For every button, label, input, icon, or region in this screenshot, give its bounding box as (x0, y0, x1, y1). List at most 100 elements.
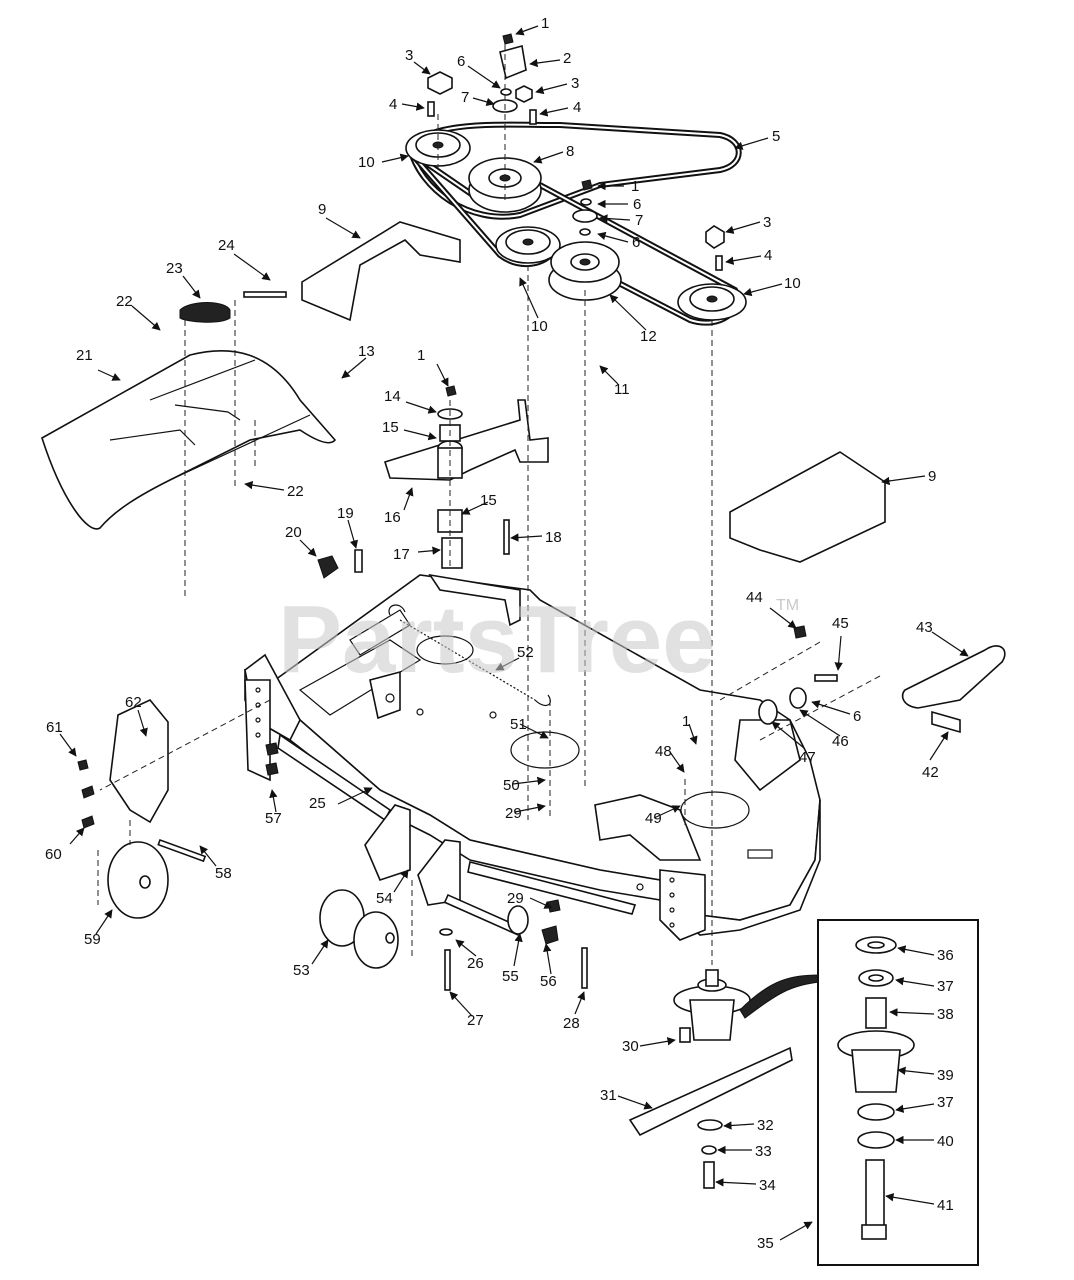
callout-55: 55 (502, 968, 519, 985)
callout-43: 43 (916, 619, 933, 636)
callout-4: 4 (764, 247, 772, 264)
callout-6: 6 (633, 196, 641, 213)
callout-59: 59 (84, 931, 101, 948)
pulley-10-center (495, 226, 561, 264)
callout-16: 16 (384, 509, 401, 526)
callout-9: 9 (928, 468, 936, 485)
callout-42: 42 (922, 764, 939, 781)
callout-7: 7 (635, 212, 643, 229)
pulley-10-right (677, 283, 747, 321)
callout-33: 33 (755, 1143, 772, 1160)
callout-8: 8 (566, 143, 574, 160)
callout-1: 1 (417, 347, 425, 364)
callout-49: 49 (645, 810, 662, 827)
callout-52: 52 (517, 644, 534, 661)
callout-57: 57 (265, 810, 282, 827)
belt-guard-left (301, 221, 461, 322)
callout-10: 10 (531, 318, 548, 335)
spindle-and-blade (628, 969, 821, 1189)
belt-guard-right (729, 451, 886, 563)
callout-7: 7 (461, 89, 469, 106)
callout-22: 22 (287, 483, 304, 500)
callout-27: 27 (467, 1012, 484, 1029)
callout-34: 34 (759, 1177, 776, 1194)
callout-6: 6 (853, 708, 861, 725)
callout-17: 17 (393, 546, 410, 563)
callout-53: 53 (293, 962, 310, 979)
callout-58: 58 (215, 865, 232, 882)
callout-3: 3 (763, 214, 771, 231)
right-linkage (758, 625, 1006, 734)
idler-arm-assembly (317, 385, 549, 579)
callout-2: 2 (563, 50, 571, 67)
callout-4: 4 (389, 96, 397, 113)
callout-5: 5 (772, 128, 780, 145)
callout-54: 54 (376, 890, 393, 907)
callout-46: 46 (832, 733, 849, 750)
callout-36: 36 (937, 947, 954, 964)
callout-56: 56 (540, 973, 557, 990)
callout-28: 28 (563, 1015, 580, 1032)
callout-19: 19 (337, 505, 354, 522)
callout-60: 60 (45, 846, 62, 863)
callout-48: 48 (655, 743, 672, 760)
callout-24: 24 (218, 237, 235, 254)
callout-3: 3 (405, 47, 413, 64)
callout-9: 9 (318, 201, 326, 218)
left-gauge-wheel-assembly (77, 699, 279, 919)
watermark-text: PartsTree (278, 586, 716, 693)
callout-10: 10 (784, 275, 801, 292)
callout-12: 12 (640, 328, 657, 345)
pulley-12 (548, 241, 622, 301)
callout-51: 51 (510, 716, 527, 733)
callout-22: 22 (116, 293, 133, 310)
callout-20: 20 (285, 524, 302, 541)
callout-6: 6 (632, 234, 640, 251)
callout-37: 37 (937, 1094, 954, 1111)
callout-1: 1 (541, 15, 549, 32)
callout-31: 31 (600, 1087, 617, 1104)
callout-26: 26 (467, 955, 484, 972)
top-hardware (427, 33, 725, 271)
callout-40: 40 (937, 1133, 954, 1150)
callout-1: 1 (682, 713, 690, 730)
callout-45: 45 (832, 615, 849, 632)
callout-29: 29 (507, 890, 524, 907)
callout-labels: 1 2 3 3 4 4 5 6 7 8 10 1 6 7 6 3 4 10 10… (45, 15, 954, 1252)
spindle-inset-box (817, 919, 979, 1266)
callout-6: 6 (457, 53, 465, 70)
callout-29: 29 (505, 805, 522, 822)
callout-21: 21 (76, 347, 93, 364)
watermark-trademark: TM (776, 597, 799, 614)
callout-38: 38 (937, 1006, 954, 1023)
callout-13: 13 (358, 343, 375, 360)
callout-62: 62 (125, 694, 142, 711)
callout-23: 23 (166, 260, 183, 277)
watermark: PartsTree TM (278, 586, 799, 693)
leader-arrows (59, 25, 969, 1241)
callout-41: 41 (937, 1197, 954, 1214)
callout-14: 14 (384, 388, 401, 405)
callout-15: 15 (480, 492, 497, 509)
callout-32: 32 (757, 1117, 774, 1134)
callout-10: 10 (358, 154, 375, 171)
callout-4: 4 (573, 99, 581, 116)
callout-15: 15 (382, 419, 399, 436)
callout-1: 1 (631, 178, 639, 195)
callout-47: 47 (799, 749, 816, 766)
callout-61: 61 (46, 719, 63, 736)
callout-25: 25 (309, 795, 326, 812)
callout-11: 11 (614, 381, 630, 398)
callout-18: 18 (545, 529, 562, 546)
callout-3: 3 (571, 75, 579, 92)
callout-37: 37 (937, 978, 954, 995)
callout-30: 30 (622, 1038, 639, 1055)
callout-39: 39 (937, 1067, 954, 1084)
discharge-chute (41, 291, 337, 530)
tension-spring (388, 604, 551, 707)
callout-50: 50 (503, 777, 520, 794)
callout-35: 35 (757, 1235, 774, 1252)
callout-44: 44 (746, 589, 763, 606)
